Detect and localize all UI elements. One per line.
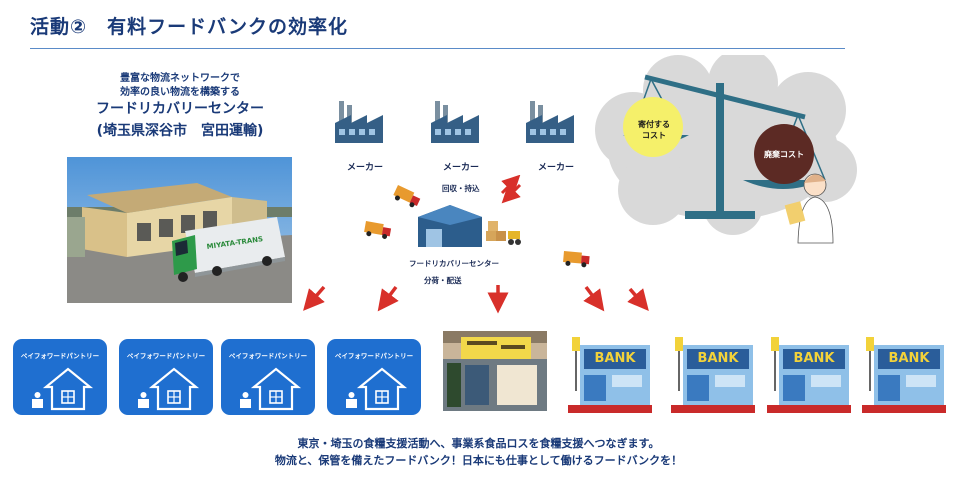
center-name: フードリカバリーセンター [96,101,264,117]
collect-arrow [500,175,521,195]
maker-label: メーカー [538,163,575,173]
distribute-arrow [583,285,605,312]
bank-icon [862,337,946,413]
pantry-tile: ペイフォワードパントリー [119,339,213,415]
delivery-truck-icon [563,251,590,268]
distribute-arrow [377,285,399,312]
pantry-label: ペイフォワードパントリー [126,352,206,360]
page-title: 活動② 有料フードバンクの効率化 [30,16,349,38]
hub-label: フードリカバリーセンター [409,259,499,268]
footer-line2: 物流と、保管を備えたフードバンク！日本にも仕事として働けるフードバンクを！ [274,454,683,467]
house-icon [32,367,94,411]
recovery-center-photo: MIYATA-TRANS [67,157,292,303]
maker-label: メーカー [347,163,384,173]
distribute-arrow [627,287,649,311]
waste-cost-weight [754,124,814,184]
bank-sign: BANK [793,351,835,366]
maker-2: メーカー [427,97,497,173]
collect-label: 回収・持込 [442,184,480,193]
footer-line1: 東京・埼玉の食糧支援活動へ、事業系食品ロスを食糧支援へつなぎます。 [297,437,660,450]
bank-building: BANK [568,331,652,413]
factory-icon [431,101,479,143]
bank-sign: BANK [888,351,930,366]
delivery-truck-icon [364,221,392,239]
pantry-tile: ペイフォワードパントリー [13,339,107,415]
maker-1: メーカー [331,97,401,173]
distribute-arrow [303,285,326,311]
maker-3: メーカー [522,97,592,173]
house-icon [346,367,408,411]
factory-icon [335,101,383,143]
pantry-label: ペイフォワードパントリー [334,352,414,360]
bank-icon [767,337,851,413]
pantry-tile: ペイフォワードパントリー [327,339,421,415]
title-divider [30,48,845,49]
bank-icon [568,337,652,413]
logistics-flow-diagram [303,175,649,314]
bank-icon [671,337,755,413]
donate-cost-weight [623,97,683,157]
pantry-label: ペイフォワードパントリー [20,352,100,360]
house-icon [138,367,200,411]
footer-message: 東京・埼玉の食糧支援活動へ、事業系食品ロスを食糧支援へつなぎます。 物流と、保管… [0,435,957,469]
warehouse-icon [418,205,521,247]
cost-balance-illustration [595,55,857,244]
person-thinking-icon [784,173,834,244]
bank-sign: BANK [594,351,636,366]
donate-cost-label: 寄付する コスト [638,120,670,140]
delivery-truck-icon [393,185,421,208]
pantry-label: ペイフォワードパントリー [228,352,308,360]
bank-building: BANK [767,331,851,413]
bank-building: BANK [862,331,946,413]
bank-sign: BANK [697,351,739,366]
distribute-label: 分荷・配送 [424,276,462,285]
center-location: (埼玉県深谷市 宮田運輸) [96,123,264,139]
house-icon [240,367,302,411]
center-caption-line1: 豊富な物流ネットワークで [120,73,240,84]
maker-label: メーカー [443,163,480,173]
bank-building: BANK [671,331,755,413]
factory-icon [526,101,574,143]
center-caption-line2: 効率の良い物流を構築する [120,87,240,98]
storefront-photo [443,331,547,411]
pantry-tile: ペイフォワードパントリー [221,339,315,415]
waste-cost-label: 廃棄コスト [764,150,804,159]
